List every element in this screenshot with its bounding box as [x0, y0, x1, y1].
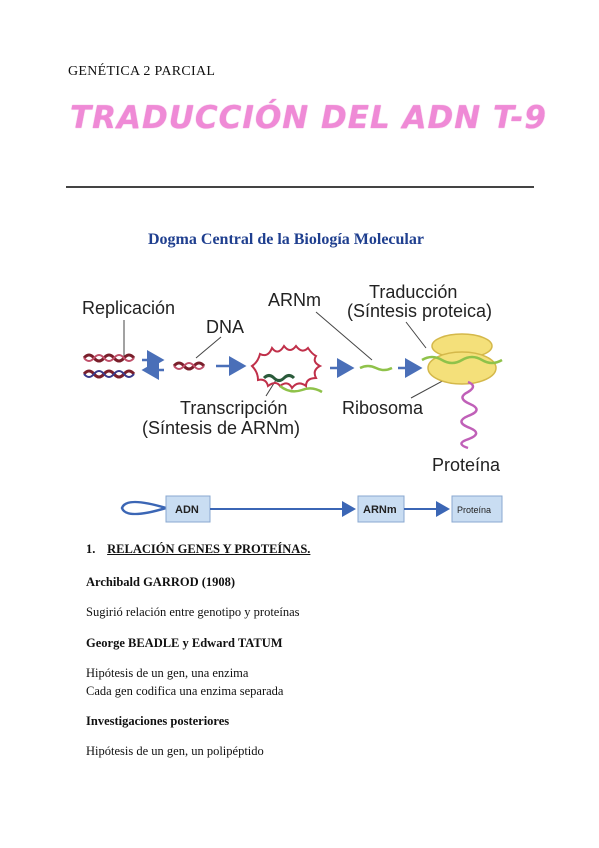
- figure-heading: Dogma Central de la Biología Molecular: [148, 231, 424, 248]
- section-heading: 1. RELACIÓN GENES Y PROTEÍNAS.: [86, 542, 310, 557]
- text-garrod: Sugirió relación entre genotipo y proteí…: [86, 605, 300, 619]
- section-number: 1.: [86, 542, 96, 556]
- label-dna: DNA: [206, 317, 244, 337]
- label-proteina: Proteína: [432, 455, 501, 475]
- page-title: TRADUCCIÓN DEL ADN T-9: [70, 100, 547, 136]
- central-dogma-figure: Dogma Central de la Biología Molecular R…: [82, 231, 503, 523]
- label-sintesis-arnm: (Síntesis de ARNm): [142, 418, 300, 438]
- mrna-strand-icon: [359, 364, 393, 372]
- label-sintesis-proteica: (Síntesis proteica): [347, 301, 492, 321]
- label-arnm: ARNm: [268, 290, 321, 310]
- label-traduccion: Traducción: [369, 282, 457, 302]
- heading-investigaciones: Investigaciones posteriores: [86, 714, 230, 728]
- protein-chain-icon: [460, 380, 478, 450]
- text-beadle-tatum-1: Hipótesis de un gen, una enzima: [86, 666, 249, 680]
- divider: [66, 186, 534, 188]
- transcription-bubble-icon: [250, 344, 323, 394]
- label-replicacion: Replicación: [82, 298, 175, 318]
- heading-garrod: Archibald GARROD (1908): [86, 575, 236, 589]
- heading-beadle-tatum: George BEADLE y Edward TATUM: [86, 636, 283, 650]
- ribosome-icon: [421, 333, 503, 385]
- course-label: GENÉTICA 2 PARCIAL: [68, 64, 216, 79]
- text-beadle-tatum-2: Cada gen codifica una enzima separada: [86, 684, 284, 698]
- flow-proteina-box: Proteína: [457, 505, 491, 515]
- flow-adn-box: ADN: [175, 504, 199, 516]
- section-title: RELACIÓN GENES Y PROTEÍNAS.: [107, 542, 311, 556]
- label-ribosoma: Ribosoma: [342, 398, 424, 418]
- dna-replication-icon: [82, 353, 136, 379]
- text-investigaciones: Hipótesis de un gen, un polipéptido: [86, 744, 264, 758]
- label-transcripcion: Transcripción: [180, 398, 287, 418]
- dna-helix-icon: [172, 361, 206, 371]
- dogma-flow-row: ADN ARNm Proteína: [120, 495, 503, 523]
- flow-arnm-box: ARNm: [363, 504, 397, 516]
